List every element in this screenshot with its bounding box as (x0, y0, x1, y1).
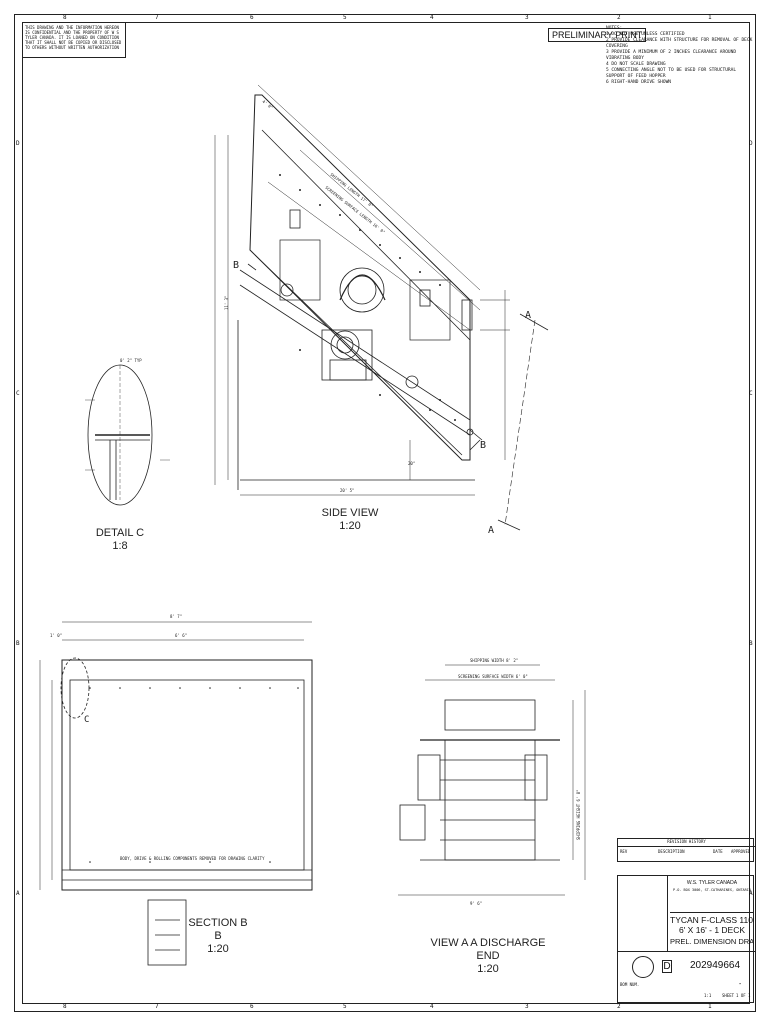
side-view-name: SIDE VIEW (321, 507, 379, 519)
section-bb-drawing (39, 621, 313, 966)
view-aa-scale: 1:20 (477, 963, 499, 975)
zone-row: B (749, 640, 753, 647)
zone-col: 3 (525, 1003, 529, 1010)
dim-end-shipping-width: SHIPPING WIDTH 8' 2" (470, 658, 518, 663)
side-view-label: SIDE VIEW 1:20 (320, 507, 380, 533)
zone-col: 2 (617, 14, 621, 21)
side-view-scale: 1:20 (339, 520, 361, 532)
revision-value: - (738, 980, 743, 988)
detail-c-name: DETAIL C (95, 527, 145, 539)
revision-title: REVISION HISTORY (618, 839, 755, 847)
zone-col: 7 (155, 14, 159, 21)
sheet-value: 1 OF 1 (736, 993, 751, 998)
zone-col: 1 (708, 14, 712, 21)
zone-col: 6 (250, 1003, 254, 1010)
zone-col: 1 (708, 1003, 712, 1010)
general-notes: NOTES: 1 DO NOT USE UNLESS CERTIFIED 2 P… (606, 26, 756, 86)
section-bb-label: SECTION B B 1:20 (188, 917, 248, 956)
dim-detail-top: 0' 2" TYP (120, 358, 142, 363)
detail-c-label: DETAIL C 1:8 (90, 527, 150, 553)
company-logo-icon (632, 956, 654, 978)
zone-col: 7 (155, 1003, 159, 1010)
sheet-size: D (662, 960, 672, 973)
detail-c-drawing (85, 364, 170, 506)
title-block: W.S. TYLER CANADA P.O. BOX 3006, ST.CATH… (617, 875, 755, 1003)
zone-row: A (749, 890, 753, 897)
dim-end-screening-width: SCREENING SURFACE WIDTH 6' 0" (458, 674, 528, 679)
view-marker-a: A (525, 310, 531, 321)
drawing-number: 202949664 (690, 960, 741, 971)
detail-c-scale: 1:8 (112, 540, 128, 552)
sheet-label: SHEET (722, 993, 735, 998)
note-item: 4 DO NOT SCALE DRAWING (606, 62, 666, 67)
section-marker-b: B (233, 260, 239, 271)
zone-col: 8 (63, 1003, 67, 1010)
zone-col: 4 (430, 1003, 434, 1010)
title-divider (618, 951, 755, 952)
drawing-outer-border (14, 14, 756, 1012)
dim-top-offset: 4' 0" (261, 99, 274, 110)
section-bb-scale: 1:20 (207, 943, 229, 955)
dim-section-overall: 8' 7" (170, 614, 182, 619)
bom-label: BOM NUM. (620, 982, 640, 987)
zone-col: 6 (250, 14, 254, 21)
zone-row: B (16, 640, 20, 647)
drawing-inner-border (22, 22, 750, 1004)
dim-side-height: 11' 3" (224, 296, 229, 310)
detail-marker-c: C (84, 715, 89, 725)
revision-header: APPROVED (731, 849, 751, 854)
zone-col: 5 (343, 14, 347, 21)
zone-col: 8 (63, 14, 67, 21)
zone-col: 4 (430, 14, 434, 21)
dim-section-inner: 6' 6" (175, 633, 187, 638)
zone-row: D (16, 140, 20, 147)
section-bb-name: SECTION B B (188, 917, 248, 942)
dim-end-overall: 9' 6" (470, 901, 482, 906)
note-item: 2 PROVIDE CLEARANCE WITH STRUCTURE FOR R… (606, 38, 753, 49)
dim-section-left: 1' 0" (50, 633, 62, 638)
notes-heading: NOTES: (606, 26, 623, 31)
title-line-3: PREL. DIMENSION DRAWING (670, 937, 754, 946)
confidential-notice: THIS DRAWING AND THE INFORMATION HEREON … (22, 22, 126, 58)
section-marker-b: B (480, 440, 486, 451)
dim-angle: 20° (408, 461, 415, 466)
title-line-2: 6' X 16' - 1 DECK (678, 925, 746, 935)
view-marker-a: A (488, 525, 494, 536)
company-address: P.O. BOX 3006, ST.CATHARINES, ONTARIO (673, 888, 751, 892)
view-aa-name: VIEW A A DISCHARGE END (430, 937, 546, 962)
revision-header: DESCRIPTION (658, 849, 685, 854)
zone-col: 2 (617, 1003, 621, 1010)
revision-header: DATE (713, 849, 723, 854)
note-item: 1 DO NOT USE UNLESS CERTIFIED (606, 32, 685, 37)
zone-row: A (16, 890, 20, 897)
revision-history-table: REVISION HISTORY REV DESCRIPTION DATE AP… (617, 838, 755, 862)
preliminary-print-stamp: PRELIMINARY PRINT (548, 28, 647, 42)
view-aa-label: VIEW A A DISCHARGE END 1:20 (430, 937, 546, 976)
zone-col: 5 (343, 1003, 347, 1010)
title-line-1: TYCAN F-CLASS 1100 (670, 912, 754, 925)
zone-row: C (749, 390, 753, 397)
dim-side-overall: 20' 5" (340, 488, 354, 493)
approval-fields (618, 876, 668, 951)
note-item: 6 RIGHT-HAND DRIVE SHOWN (606, 80, 672, 85)
note-item: 3 PROVIDE A MINIMUM OF 2 INCHES CLEARANC… (606, 50, 737, 61)
zone-row: C (16, 390, 20, 397)
revision-header: REV (620, 849, 628, 854)
view-aa-drawing (398, 664, 586, 896)
note-item: 5 CONNECTING ANGLE NOT TO BE USED FOR ST… (606, 68, 737, 79)
company-name: W.S. TYLER CANADA (686, 880, 738, 886)
dim-end-height: SHIPPING HEIGHT 6' 8" (576, 789, 581, 840)
section-note: BODY, DRIVE & ROLLING COMPONENTS REMOVED… (120, 856, 265, 861)
scale-value: 1:1 (704, 993, 712, 998)
zone-col: 3 (525, 14, 529, 21)
zone-row: D (749, 140, 753, 147)
